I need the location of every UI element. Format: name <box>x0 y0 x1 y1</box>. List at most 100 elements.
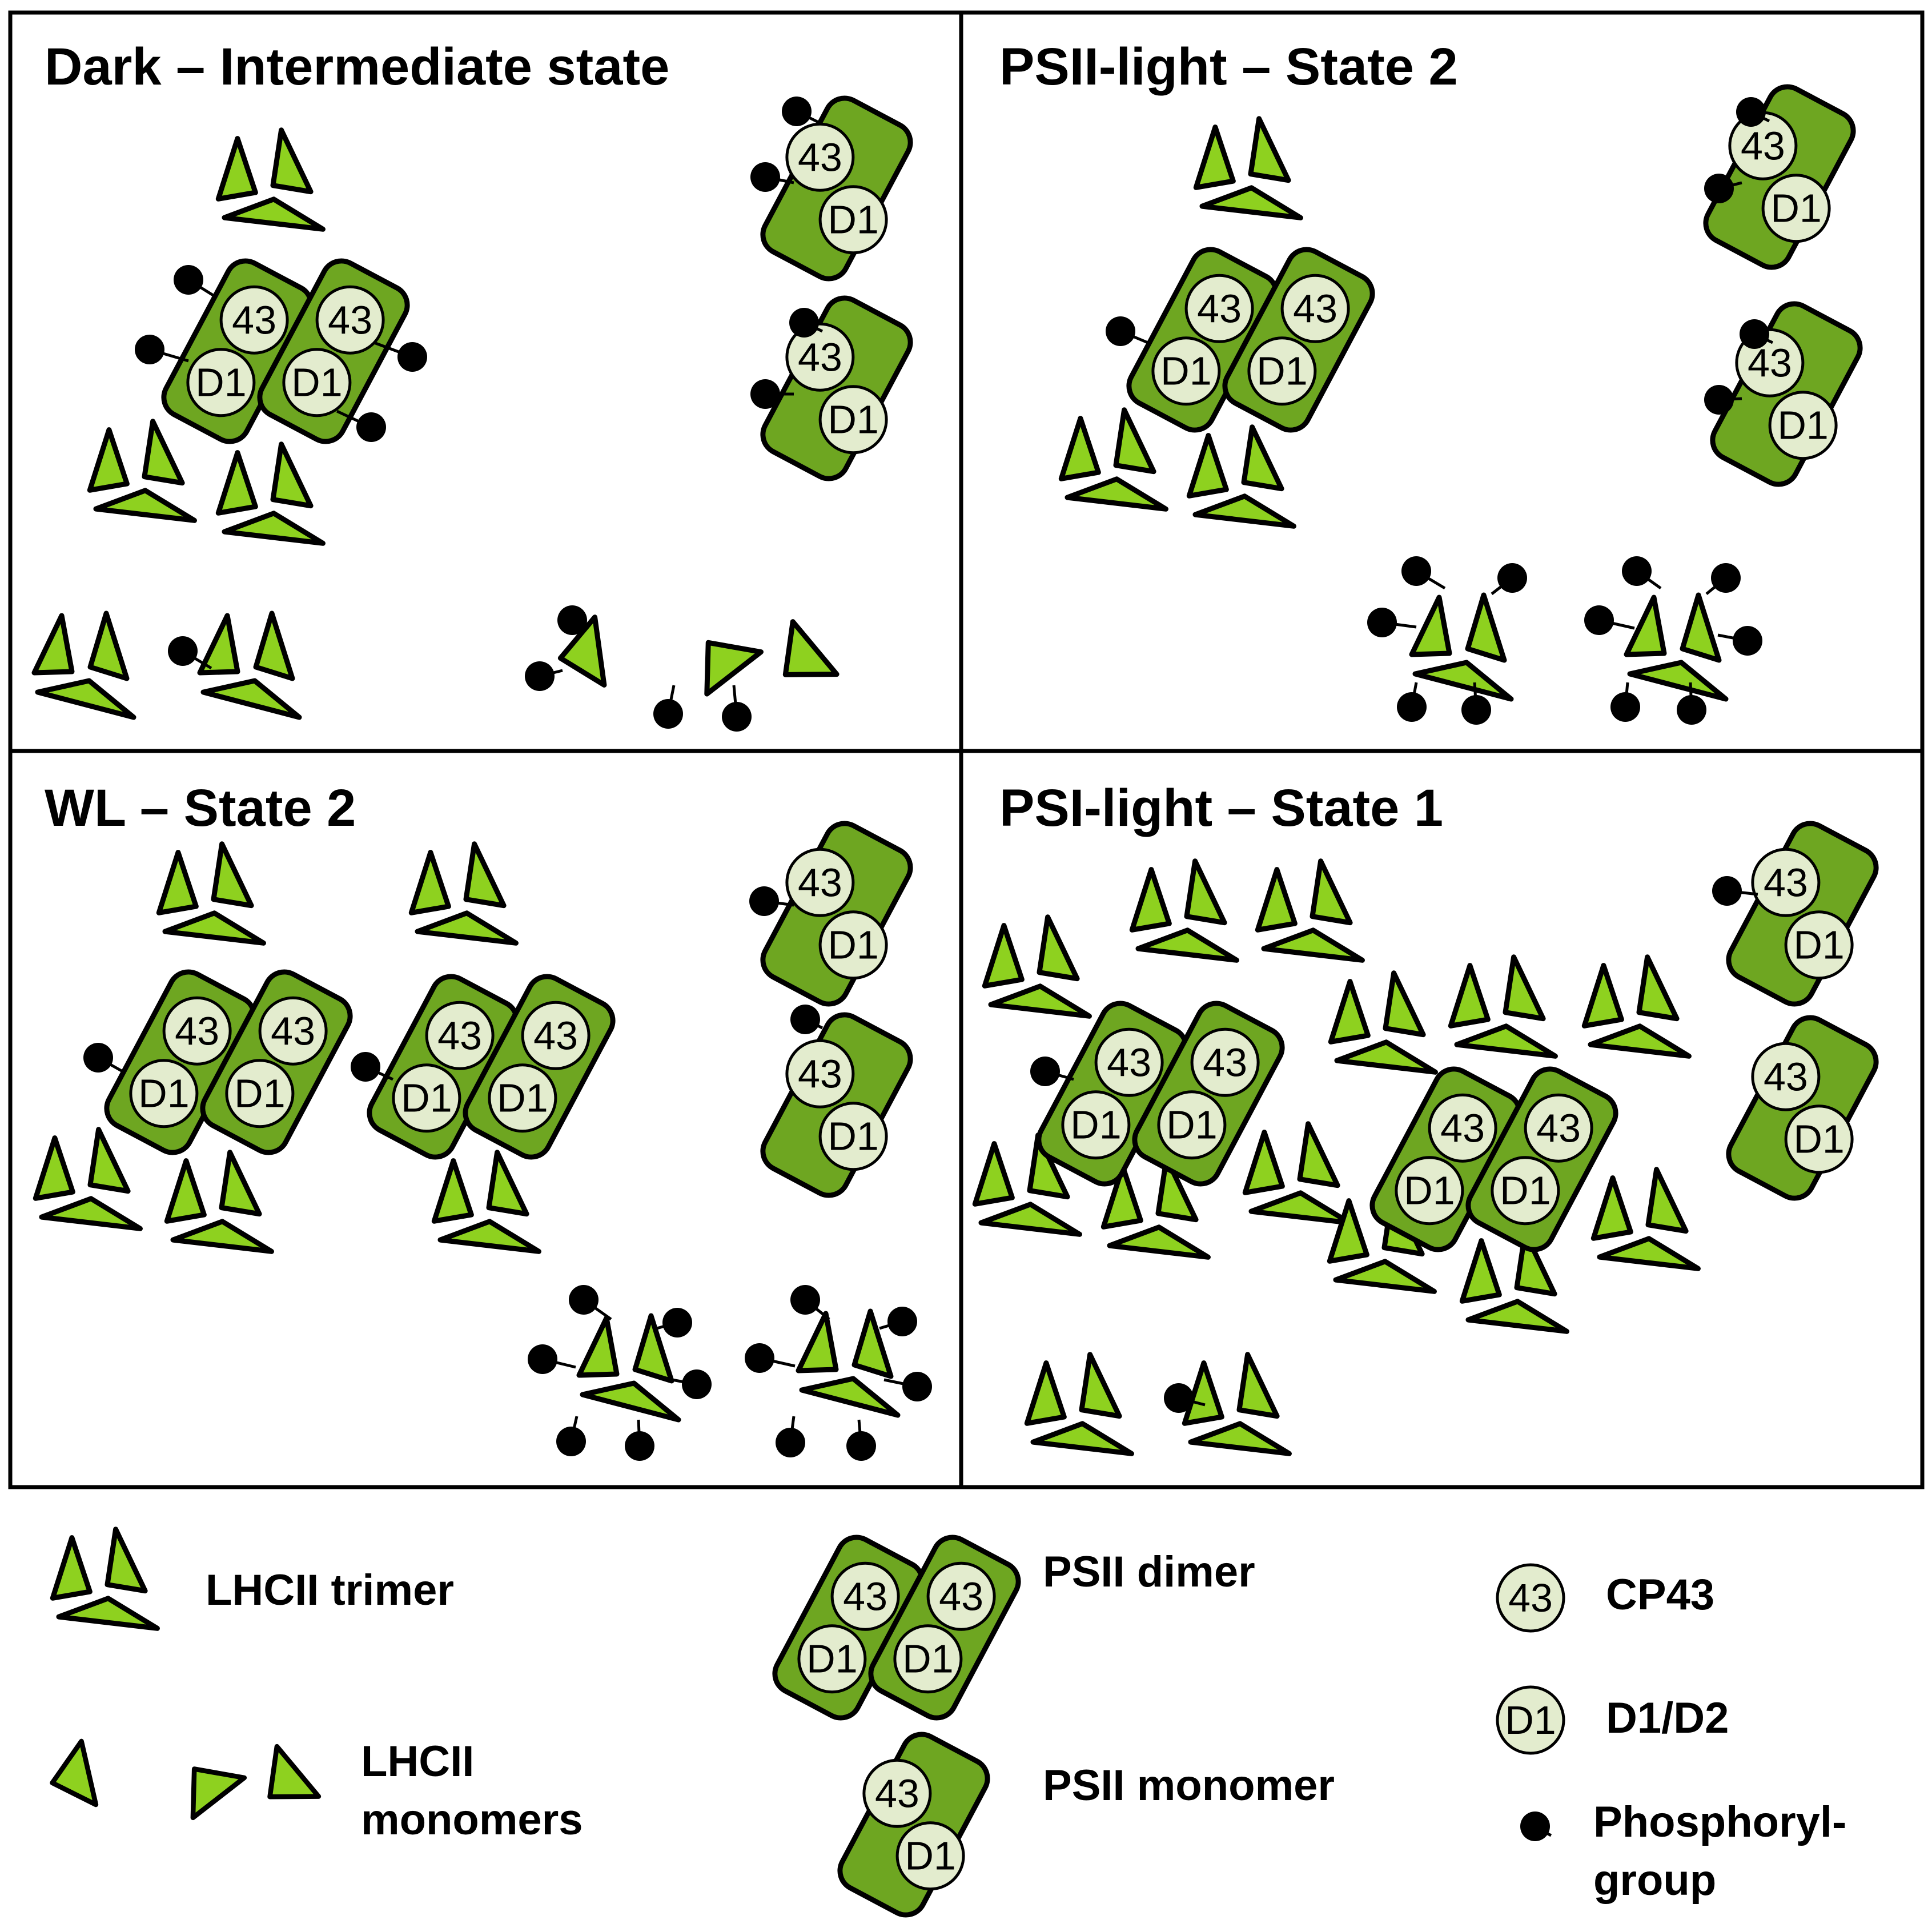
cp43-circle: 43 <box>1524 1093 1593 1163</box>
cp43-label: 43 <box>1764 1054 1808 1099</box>
lhcii-monomer <box>704 640 764 697</box>
d1-label: D1 <box>497 1076 548 1120</box>
lhcii-subunit <box>1409 595 1452 657</box>
lhcii-subunit <box>1454 1023 1558 1059</box>
phosphoryl-group <box>373 341 427 372</box>
cp43-label: 43 <box>1440 1106 1485 1150</box>
cp43-circle: 43 <box>1751 847 1821 917</box>
lhcii-trimer <box>1058 407 1168 512</box>
lhcii-subunit <box>1588 1023 1692 1059</box>
cp43-label: 43 <box>875 1771 919 1815</box>
lhcii-subunit <box>156 850 199 915</box>
phosphoryl-group <box>789 308 824 338</box>
panel-grid <box>8 10 1925 1489</box>
lhcii-subunit <box>1236 1352 1280 1419</box>
cp43-circle: 43 <box>1751 1042 1821 1111</box>
cp43-circle: 43 <box>162 996 232 1066</box>
d1-circle: D1 <box>1157 1090 1227 1160</box>
lhcii-trimer <box>215 441 326 546</box>
d1-label: D1 <box>1777 403 1828 448</box>
d1-label: D1 <box>1793 1117 1844 1162</box>
lhcii-subunit <box>1465 1299 1569 1334</box>
lhcii-subunit <box>222 196 326 232</box>
cp43-label: 43 <box>1764 860 1808 905</box>
lhcii-subunit <box>215 450 258 516</box>
phosphoryl-group <box>750 162 794 192</box>
lhcii-subunit <box>463 841 507 909</box>
lhcii-subunit <box>142 419 185 486</box>
lhcii-trimer <box>1024 1352 1134 1456</box>
lhcii-subunit <box>1597 1236 1701 1271</box>
lhcii-subunit <box>1135 927 1239 963</box>
d1-circle: D1 <box>186 348 256 417</box>
legend-psii-dimer-label: PSII dimer <box>1043 1548 1255 1596</box>
lhcii-subunit <box>1199 185 1303 220</box>
lhcii-subunit <box>162 910 266 946</box>
lhcii-trimer <box>1242 1121 1352 1226</box>
d1-label: D1 <box>138 1071 189 1116</box>
lhcii-subunit <box>486 1150 529 1217</box>
lhcii-subunit <box>431 1158 474 1224</box>
lhcii-subunit <box>1107 1224 1211 1260</box>
lhcii-subunit <box>1079 1352 1122 1419</box>
lhcii-subunit <box>437 1219 541 1254</box>
d1-label: D1 <box>828 397 878 442</box>
lhcii-trimer <box>408 841 519 946</box>
phosphoryl-group <box>790 1005 824 1034</box>
lhcii-trimer <box>197 610 302 720</box>
cp43-circle: 43 <box>785 122 855 192</box>
lhcii-trimer <box>1186 424 1296 529</box>
cp43-circle: 43 <box>1094 1027 1164 1097</box>
lhcii-subunit <box>1248 1190 1352 1226</box>
lhcii-subunit <box>1024 1360 1067 1426</box>
lhcii-trimer <box>1581 954 1692 1059</box>
panel-title-psii-light: PSII-light – State 2 <box>999 38 1458 96</box>
lhcii-subunit <box>1327 1198 1369 1264</box>
lhcii-subunit <box>580 1380 681 1423</box>
phosphoryl-layer <box>83 97 1774 1841</box>
phosphoryl-group <box>83 1043 126 1074</box>
lhcii-subunit <box>1261 927 1365 963</box>
lhcii-trimer <box>1448 954 1558 1059</box>
phosphoryl-group <box>336 409 386 442</box>
d1-label: D1 <box>1166 1103 1217 1147</box>
legend-lhcii-trimer-label: LHCII trimer <box>206 1566 454 1614</box>
lhcii-subunit <box>1193 124 1236 190</box>
d1-circle: D1 <box>893 1624 963 1694</box>
d1-label: D1 <box>234 1071 285 1116</box>
lhcii-subunit <box>56 1596 160 1631</box>
legend-d1-icon: D1 <box>1496 1685 1565 1755</box>
cp43-circle: 43 <box>425 1001 495 1070</box>
phosphoryl-group <box>351 1052 394 1082</box>
phosphoryl-group <box>1704 174 1742 203</box>
d1-label: D1 <box>902 1637 953 1681</box>
phosphoryl-group <box>174 265 217 299</box>
d1-circle: D1 <box>1784 1104 1854 1174</box>
d1-circle: D1 <box>818 1102 888 1171</box>
phosphoryl-group <box>135 335 189 364</box>
cp43-circle: 43 <box>258 996 328 1066</box>
lhcii-trimer <box>431 1150 541 1254</box>
lhcii-subunit <box>33 1135 75 1201</box>
lhcii-subunit <box>253 610 295 681</box>
cp43-circle: 43 <box>862 1758 932 1828</box>
phosphoryl-group <box>665 1369 712 1399</box>
lhcii-trimer <box>87 419 197 523</box>
lhcii-trimer <box>1409 592 1514 702</box>
phosphoryl-group <box>1584 605 1635 635</box>
lhcii-subunit <box>197 613 240 676</box>
d1-circle: D1 <box>1395 1156 1464 1226</box>
lhcii-subunit <box>1182 1360 1224 1426</box>
cp43-circle: 43 <box>1728 111 1798 180</box>
lhcii-trimer <box>33 1127 143 1231</box>
